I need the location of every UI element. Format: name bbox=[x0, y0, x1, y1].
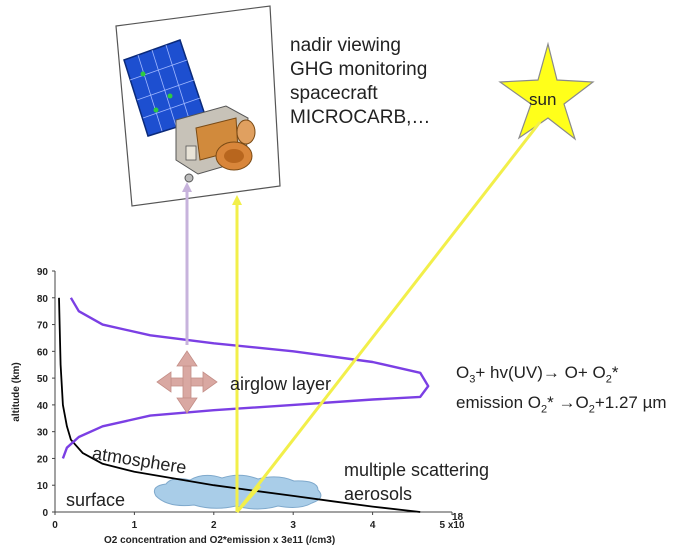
x-tick-label: 1 bbox=[132, 520, 138, 531]
eq-text: + hv(UV) bbox=[475, 363, 543, 382]
y-axis-label: altitude (km) bbox=[11, 362, 22, 421]
four-way-arrow-icon bbox=[156, 350, 218, 414]
aerosols-label: aerosols bbox=[344, 484, 413, 504]
eq-text: O+ O bbox=[559, 363, 606, 382]
scattering-label: multiple scattering bbox=[344, 460, 490, 480]
photochemistry-equation: O3+ hv(UV)→ O+ O2* emission O2* →O2+1.27… bbox=[456, 361, 667, 422]
sun-label: sun bbox=[529, 90, 557, 109]
x-tick-label: 3 bbox=[290, 520, 296, 531]
y-tick-label: 10 bbox=[37, 481, 49, 492]
eq-subscript: 2 bbox=[605, 373, 612, 386]
eq-text: emission O bbox=[456, 393, 542, 413]
y-tick-label: 90 bbox=[37, 267, 49, 278]
equation-line-1: O3+ hv(UV)→ O+ O2* bbox=[456, 361, 667, 391]
eq-text: O bbox=[456, 363, 470, 382]
airglow-layer-label: airglow layer bbox=[230, 374, 332, 394]
x-tick-label: 0 bbox=[52, 520, 58, 531]
spacecraft-text-line: nadir viewing bbox=[290, 35, 401, 56]
x-tick-label: 5 x10 bbox=[439, 520, 464, 531]
equation-line-2: emission O2* →O2+1.27 µm bbox=[456, 391, 667, 421]
spacecraft-text-line: spacecraft bbox=[290, 83, 378, 104]
eq-text: O bbox=[575, 393, 589, 413]
x-tick-label: 2 bbox=[211, 520, 217, 531]
y-tick-labels: 0 10 20 30 40 50 60 70 80 90 bbox=[37, 267, 55, 519]
chart-series-group bbox=[58, 297, 430, 513]
eq-subscript: 2 bbox=[588, 403, 595, 416]
right-arrow-icon: → bbox=[558, 393, 576, 413]
eq-text: +1.27 µm bbox=[594, 393, 667, 413]
y-tick-label: 70 bbox=[37, 321, 49, 332]
x-axis-label: O2 concentration and O2*emission x 3e11 … bbox=[104, 535, 335, 546]
y-tick-label: 0 bbox=[42, 508, 48, 519]
spacecraft-text-line: MICROCARB,… bbox=[290, 107, 431, 128]
chart-axes bbox=[54, 271, 452, 513]
y-tick-label: 50 bbox=[37, 374, 49, 385]
eq-text: * bbox=[611, 363, 619, 382]
y-tick-label: 80 bbox=[37, 294, 49, 305]
scatter-ray-line bbox=[235, 485, 262, 513]
surface-label: surface bbox=[66, 490, 126, 510]
x-tick-label: 4 bbox=[370, 520, 376, 531]
y-tick-label: 40 bbox=[37, 401, 49, 412]
spacecraft-image bbox=[115, 5, 281, 207]
sun-star-icon bbox=[498, 41, 595, 141]
sun-ray-line bbox=[235, 121, 542, 513]
x-tick-labels: 0 1 2 3 4 5 x10 bbox=[52, 512, 465, 531]
eq-subscript: 3 bbox=[469, 373, 476, 386]
y-tick-label: 60 bbox=[37, 347, 49, 358]
o2-concentration-line bbox=[58, 297, 421, 513]
right-arrow-icon: → bbox=[542, 363, 560, 382]
spacecraft-description: nadir viewing GHG monitoring spacecraft … bbox=[290, 34, 430, 130]
x-tick-exponent: 18 bbox=[452, 512, 464, 523]
y-tick-label: 30 bbox=[37, 428, 49, 439]
airglow-emission-line bbox=[61, 297, 430, 459]
eq-subscript: 2 bbox=[541, 403, 548, 416]
spacecraft-text-line: GHG monitoring bbox=[290, 59, 428, 80]
eq-text: * bbox=[547, 393, 559, 413]
y-tick-label: 20 bbox=[37, 454, 49, 465]
